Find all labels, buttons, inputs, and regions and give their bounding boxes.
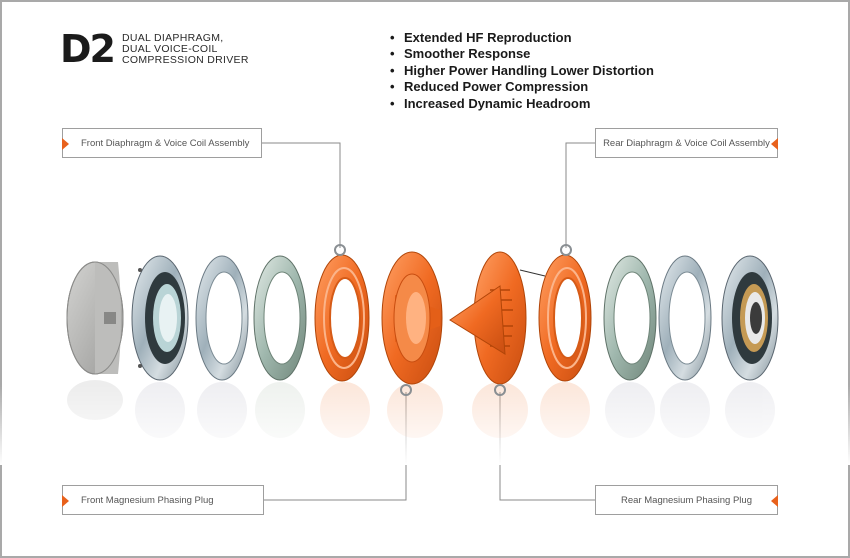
front-diaphragm-assembly <box>314 244 370 382</box>
callout-arrow-icon <box>771 138 778 150</box>
front-plug-lug-icon <box>400 384 412 396</box>
bullet-icon: • <box>390 30 395 45</box>
bullet-icon: • <box>390 95 395 111</box>
callout-rear-phasing-plug: Rear Magnesium Phasing Plug <box>595 485 778 515</box>
logo-text: DUAL DIAPHRAGM, DUAL VOICE-COIL COMPRESS… <box>121 31 249 66</box>
callout-front-phasing-plug: Front Magnesium Phasing Plug <box>62 485 264 515</box>
rear-diaphragm-lug-icon <box>560 244 572 256</box>
d2-logo: D2 DUAL DIAPHRAGM, DUAL VOICE-COIL COMPR… <box>60 30 249 68</box>
rear-plate <box>721 255 779 381</box>
feature-item: •Higher Power Handling Lower Distortion <box>390 62 654 78</box>
magnet-block <box>66 261 124 375</box>
rear-phasing-plug <box>449 251 527 396</box>
rear-plug-lug-icon <box>494 384 506 396</box>
callout-front-diaphragm: Front Diaphragm & Voice Coil Assembly <box>62 128 262 158</box>
leader-line-front-diaphragm <box>262 142 341 248</box>
spacer-ring-3 <box>603 255 657 381</box>
callout-rear-diaphragm: Rear Diaphragm & Voice Coil Assembly <box>595 128 778 158</box>
bullet-icon: • <box>390 46 395 62</box>
callout-arrow-icon <box>62 495 69 507</box>
top-plate <box>131 255 189 381</box>
logo-line-1: DUAL DIAPHRAGM, <box>121 31 224 44</box>
front-phasing-plug <box>381 251 443 396</box>
spacer-ring-1 <box>195 255 249 381</box>
feature-item: •Increased Dynamic Headroom <box>390 95 591 111</box>
callout-arrow-icon <box>62 138 69 150</box>
front-diaphragm-lug-icon <box>334 244 346 256</box>
leader-line-rear-diaphragm <box>565 142 595 248</box>
rear-diaphragm-assembly <box>519 244 592 382</box>
feature-item: •Extended HF Reproduction <box>390 30 572 45</box>
bullet-icon: • <box>390 62 395 78</box>
logo-mark: D2 <box>60 27 116 71</box>
logo-line-3: COMPRESSION DRIVER <box>121 53 249 66</box>
bullet-icon: • <box>390 79 395 95</box>
spacer-ring-4 <box>658 255 712 381</box>
feature-item: •Reduced Power Compression <box>390 79 589 95</box>
callout-arrow-icon <box>771 495 778 507</box>
feature-list: •Extended HF Reproduction •Smoother Resp… <box>390 30 654 112</box>
phasing-cone <box>449 285 506 355</box>
feature-item: •Smoother Response <box>390 46 531 62</box>
logo-line-2: DUAL VOICE-COIL <box>121 42 218 55</box>
spacer-ring-2 <box>253 255 307 381</box>
